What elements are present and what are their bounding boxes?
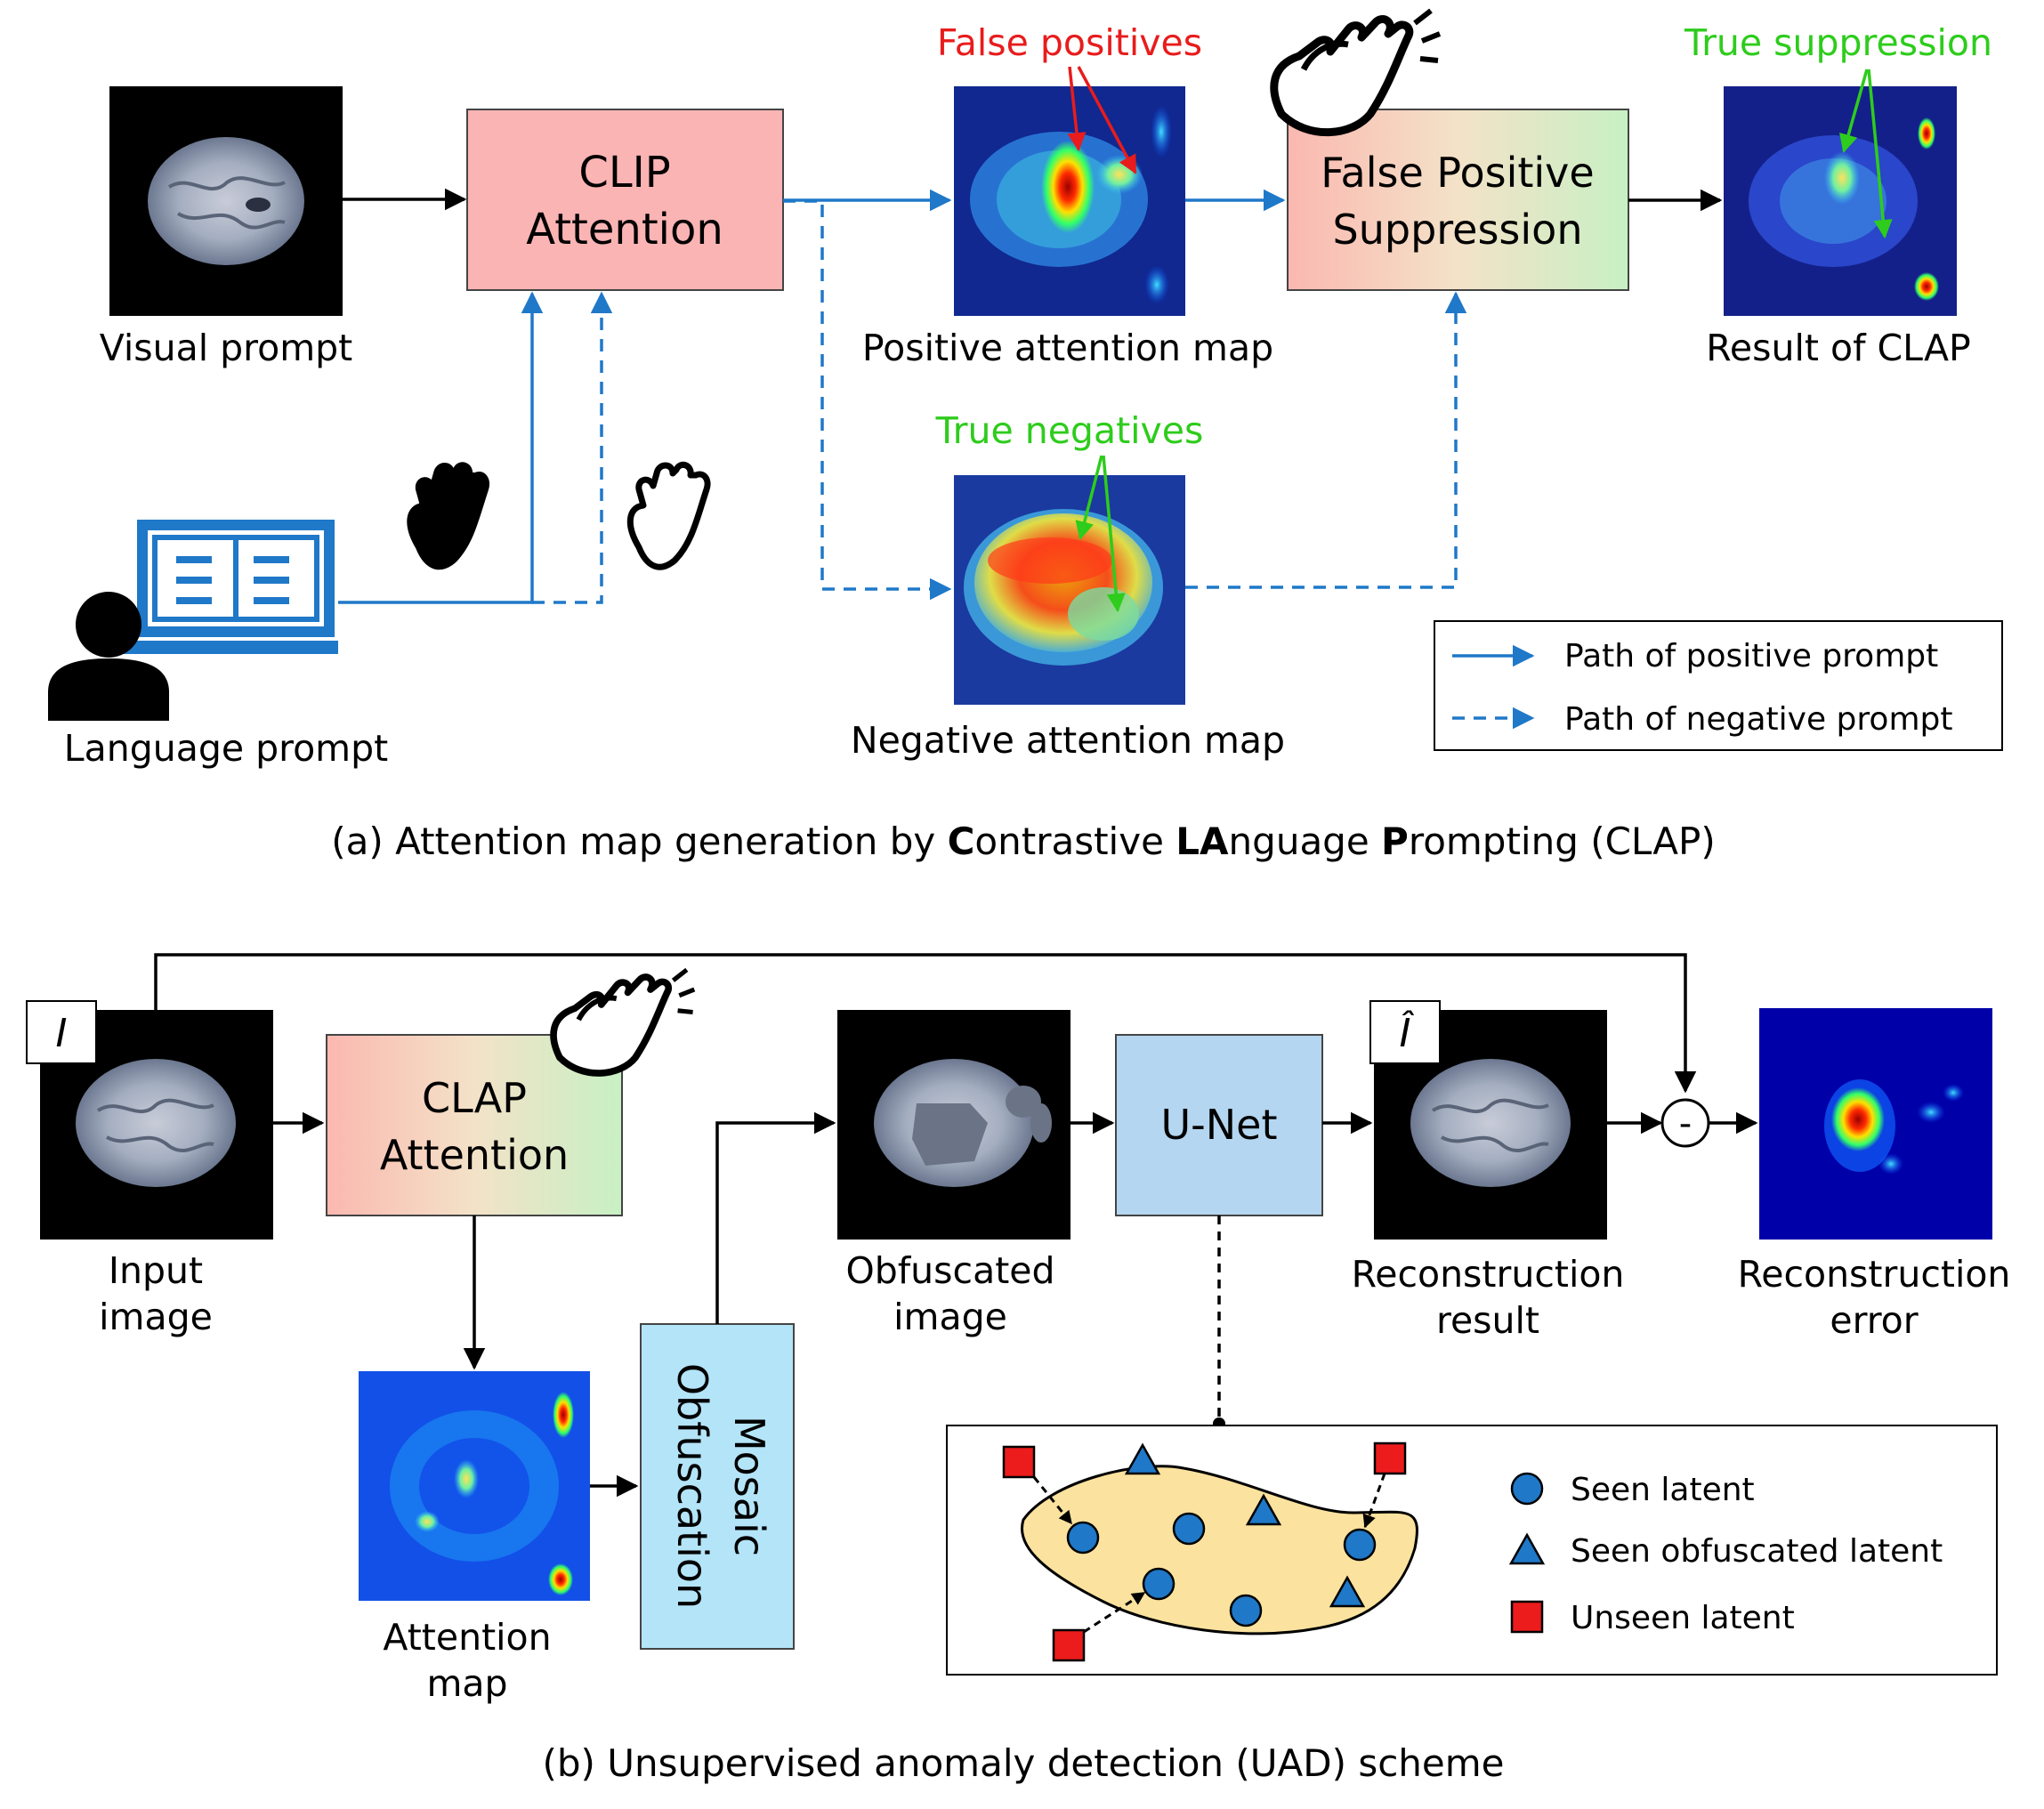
mosaic-line1: Mosaic (725, 1416, 773, 1556)
input-label-line1: Input (109, 1249, 203, 1292)
input-image (40, 1010, 273, 1240)
recon-symbol: Î (1400, 1009, 1415, 1056)
arrow-negative-to-fps (1185, 291, 1467, 589)
attention-map-label-line1: Attention (383, 1616, 551, 1659)
seen-obfuscated-latent (1245, 1493, 1282, 1526)
recon-error-label-line2: error (1830, 1299, 1918, 1342)
language-prompt-icon (120, 520, 338, 654)
obfuscated-image (837, 1010, 1070, 1240)
input-symbol: I (56, 1011, 68, 1056)
legend-seen-marker (1510, 1472, 1544, 1506)
positive-map-label: Positive attention map (862, 327, 1273, 369)
positive-attention-map (954, 86, 1185, 316)
negative-prompt-path (532, 291, 613, 604)
true-suppression-arrow-2 (1867, 69, 1893, 239)
recon-error-label-line1: Reconstruction (1738, 1253, 2011, 1296)
clip-box-line1: CLIP (578, 148, 670, 198)
white-hand-icon (626, 461, 711, 570)
arrow-mosaic-to-obfuscated (715, 1111, 836, 1324)
obfuscated-label-line1: Obfuscated (845, 1249, 1054, 1292)
seen-latent (1066, 1521, 1100, 1555)
recon-result-label-line2: result (1436, 1299, 1539, 1342)
unseen-latent (1373, 1442, 1407, 1475)
negative-attention-map (954, 475, 1185, 705)
false-positives-arrow-1 (1067, 66, 1087, 152)
fps-box-line1: False Positive (1321, 149, 1594, 197)
reconstruction-error-image (1759, 1008, 1992, 1240)
true-negatives-label: True negatives (935, 409, 1204, 452)
unet-label: U-Net (1160, 1101, 1277, 1149)
unseen-to-seen-arrow (1362, 1473, 1386, 1529)
clap-box-line1: CLAP (422, 1074, 527, 1122)
latent-blob (1021, 1465, 1418, 1635)
language-prompt-label: Language prompt (64, 727, 388, 770)
false-positives-label: False positives (937, 21, 1202, 64)
legend-seen-obfuscated-marker (1508, 1532, 1546, 1565)
seen-latent (1229, 1594, 1263, 1627)
attention-map-image (359, 1371, 590, 1601)
mosaic-line2: Obfuscation (668, 1363, 716, 1609)
unseen-latent (1002, 1445, 1036, 1479)
seen-latent (1172, 1512, 1206, 1546)
unet-box (1115, 1034, 1323, 1216)
legend-positive-label: Path of positive prompt (1564, 638, 1938, 674)
clip-attention-box (466, 109, 784, 291)
legend-unseen-marker (1510, 1600, 1544, 1634)
fps-box (1287, 109, 1629, 291)
visual-prompt-label: Visual prompt (100, 327, 353, 369)
user-icon (48, 592, 169, 721)
true-negatives-arrow-1 (1075, 455, 1103, 541)
seen-obfuscated-latent (1124, 1442, 1161, 1475)
legend-seen-label: Seen latent (1571, 1472, 1755, 1508)
fps-box-line2: Suppression (1333, 206, 1583, 254)
seen-obfuscated-latent (1329, 1575, 1366, 1608)
clip-box-line2: Attention (526, 205, 723, 254)
caption-a: (a) Attention map generation by Contrast… (331, 820, 1716, 863)
visual-prompt-image (109, 86, 343, 316)
result-of-clap-image (1724, 86, 1957, 316)
true-suppression-arrow-1 (1839, 69, 1869, 154)
true-suppression-label: True suppression (1684, 21, 1992, 64)
seen-latent (1343, 1528, 1377, 1562)
clapping-hands-icon (1270, 8, 1442, 137)
arrow-input-to-minus (154, 953, 1697, 1094)
mosaic-obfuscation-box (640, 1323, 795, 1650)
legend-seen-obfuscated-label: Seen obfuscated latent (1571, 1533, 1943, 1570)
input-label-line2: image (99, 1296, 213, 1338)
seen-latent (1142, 1567, 1176, 1601)
legend-unseen-label: Unseen latent (1571, 1600, 1795, 1636)
true-negatives-arrow-2 (1102, 455, 1126, 613)
minus-symbol: - (1679, 1103, 1692, 1144)
clapping-hands-icon-b (550, 967, 696, 1077)
recon-result-label-line1: Reconstruction (1352, 1253, 1625, 1296)
recon-symbol-box (1369, 1000, 1441, 1064)
clap-box-line2: Attention (380, 1131, 569, 1179)
negative-map-label: Negative attention map (851, 719, 1285, 762)
result-label: Result of CLAP (1706, 327, 1970, 369)
unseen-to-seen-arrow (1032, 1476, 1073, 1525)
legend-negative-label: Path of negative prompt (1564, 701, 1952, 738)
false-positives-arrow-2 (1077, 66, 1137, 174)
caption-b: (b) Unsupervised anomaly detection (UAD)… (542, 1741, 1504, 1785)
input-symbol-box (26, 1000, 97, 1064)
unseen-latent (1052, 1628, 1086, 1662)
arrow-clip-to-negative-map (783, 199, 952, 601)
attention-map-label-line2: map (426, 1662, 507, 1705)
obfuscated-label-line2: image (893, 1296, 1007, 1338)
black-hand-icon (407, 462, 489, 570)
